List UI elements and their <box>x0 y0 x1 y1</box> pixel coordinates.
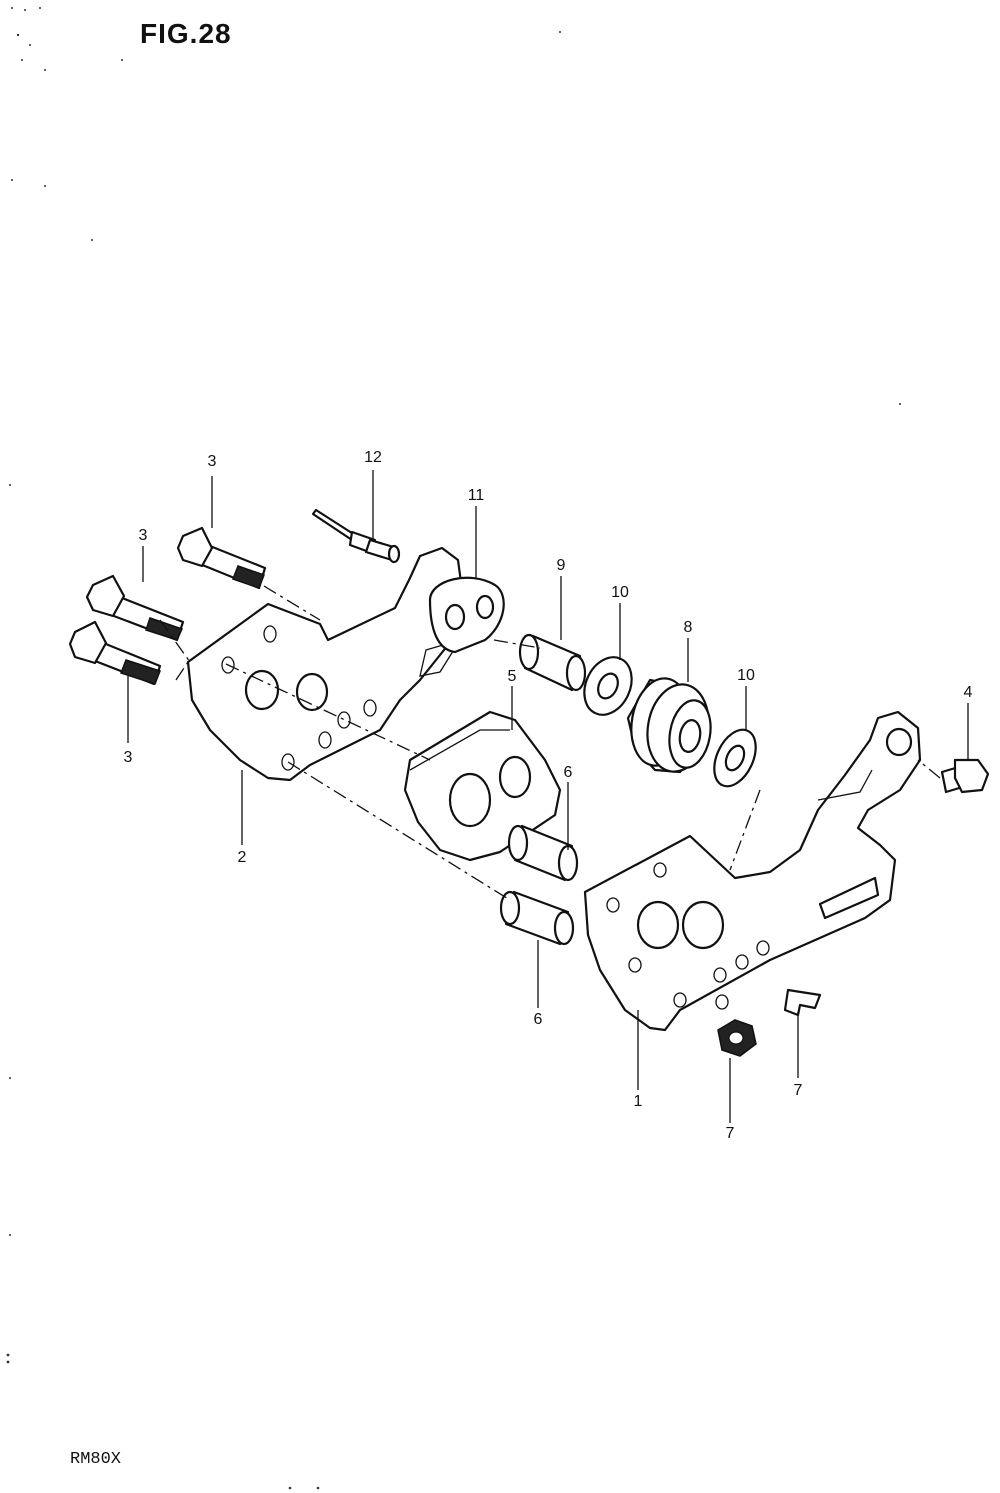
callout-4: 4 <box>964 684 973 701</box>
part-4-bolt <box>940 758 990 794</box>
callout-5: 5 <box>508 668 517 685</box>
model-code: RM80X <box>70 1450 122 1469</box>
callout-7-clip: 7 <box>794 1082 803 1099</box>
part-8-rubber-damper <box>626 677 712 774</box>
figure-title: FIG.28 <box>140 18 232 49</box>
part-11-bushing-plate <box>428 576 505 654</box>
assembly-lines <box>159 585 941 901</box>
callout-6-upper: 6 <box>564 764 573 781</box>
part-9-collar <box>518 633 587 692</box>
scan-specks <box>6 7 901 1490</box>
callout-6-lower: 6 <box>534 1011 543 1028</box>
callout-1: 1 <box>634 1093 643 1110</box>
callout-7-nut: 7 <box>726 1125 735 1142</box>
part-12-rivet <box>311 508 401 564</box>
callout-3-upper: 3 <box>208 453 217 470</box>
callout-11: 11 <box>468 487 485 504</box>
part-7-clip <box>783 988 822 1017</box>
callout-2: 2 <box>238 849 247 866</box>
part-10-washer-left <box>583 656 633 716</box>
callout-10-left: 10 <box>611 584 629 601</box>
callout-3-lower: 3 <box>124 749 133 766</box>
part-1-bracket-plate <box>583 710 922 1032</box>
callout-12: 12 <box>364 449 382 466</box>
callout-3-middle: 3 <box>139 527 148 544</box>
part-6-collar-upper <box>507 824 579 882</box>
part-6-collar-lower <box>499 890 575 946</box>
callouts: 3 3 3 2 12 11 9 10 8 10 4 5 6 6 1 7 7 <box>124 449 973 1142</box>
callout-8: 8 <box>684 619 693 636</box>
part-10-washer-right <box>713 728 757 788</box>
part-3-bolt-middle <box>85 574 185 642</box>
callout-9: 9 <box>557 557 566 574</box>
part-3-bolt-lower <box>68 620 162 686</box>
part-7-nut <box>717 1019 757 1057</box>
callout-10-right: 10 <box>737 667 755 684</box>
leader-lines <box>127 470 969 1123</box>
part-3-bolt-upper <box>176 526 267 590</box>
part-2-bracket-plate <box>186 546 464 782</box>
